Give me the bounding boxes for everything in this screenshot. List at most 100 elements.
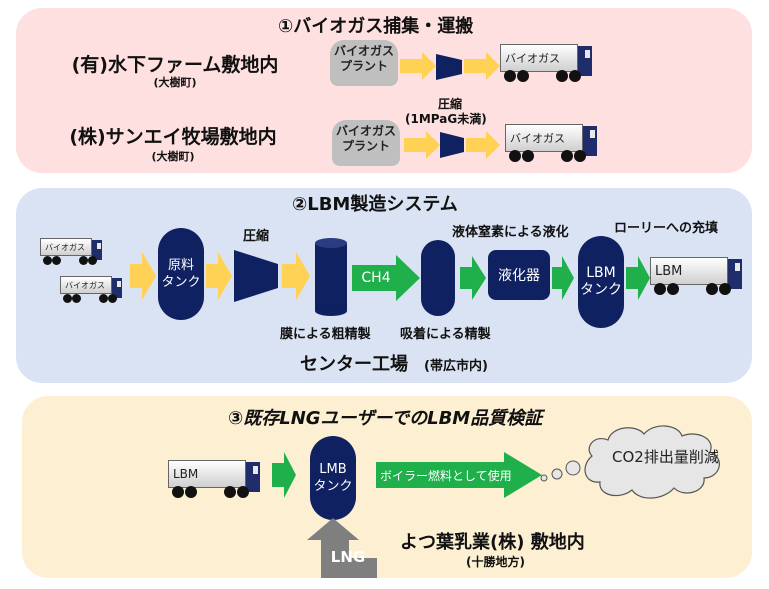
truck-tank: バイオガス [40, 238, 92, 256]
farm-name-1: (有)水下ファーム敷地内 [71, 54, 279, 76]
biogas-truck-small-1: バイオガス [40, 238, 106, 268]
wheel-icon [108, 294, 117, 303]
yellow-arrow-icon [404, 131, 440, 159]
wheel-icon [556, 70, 568, 82]
raw-tank-label-line1: 原料 [167, 258, 194, 273]
liquefier: 液化器 [488, 250, 550, 300]
biogas-plant-2: バイオガス プラント [332, 120, 400, 166]
plant-label-line1: バイオガス [333, 44, 394, 58]
compressor-icon [436, 54, 462, 80]
wheel-icon [79, 256, 88, 265]
boiler-label: ボイラー燃料として使用 [380, 468, 512, 483]
wheel-icon [667, 283, 679, 295]
biogas-truck-2: バイオガス [505, 122, 601, 166]
lng-label: LNG [330, 548, 366, 566]
yellow-arrow-icon [466, 131, 500, 159]
green-arrow-icon [460, 256, 486, 300]
liquefaction-label: 液体窒素による液化 [452, 225, 569, 240]
yellow-arrow-icon [282, 252, 310, 300]
wheel-icon [52, 256, 61, 265]
raw-material-tank: 原料 タンク [158, 228, 204, 320]
lmb-tank-label-line2: タンク [313, 479, 353, 494]
biogas-truck-small-2: バイオガス [60, 276, 126, 306]
co2-reduction-label: CO2排出量削減 [612, 448, 719, 466]
farm-location-2: (大樹町) [151, 150, 195, 163]
truck-cab [112, 278, 122, 298]
wheel-icon [224, 486, 236, 498]
wheel-icon [88, 256, 97, 265]
wheel-icon [237, 486, 249, 498]
adsorption-label: 吸着による精製 [400, 327, 491, 342]
wheel-icon [561, 150, 573, 162]
truck-window [590, 130, 595, 138]
yellow-arrow-icon [400, 52, 436, 80]
plant-label-line2: プラント [341, 139, 390, 153]
truck-window [117, 281, 121, 287]
truck-tank: バイオガス [500, 44, 578, 72]
truck-tank: バイオガス [60, 276, 112, 294]
wheel-icon [509, 150, 521, 162]
yellow-arrow-icon [206, 252, 232, 300]
factory-location: (帯広市内) [424, 359, 488, 374]
section3-title: ③既存LNGユーザーでのLBM品質検証 [228, 408, 543, 429]
biogas-plant-1: バイオガス プラント [330, 40, 398, 86]
truck-tank: LBM [650, 257, 728, 285]
compress-label: 圧縮 [438, 97, 463, 111]
compress-label-2: 圧縮 [243, 229, 270, 244]
ch4-arrow [352, 255, 420, 301]
lbm-truck-delivery: LBM [168, 458, 264, 502]
lbm-tank-label-line1: LBM [586, 265, 616, 281]
wheel-icon [43, 256, 52, 265]
truck-window [735, 263, 740, 271]
boiler-arrow [376, 452, 542, 498]
green-arrow-icon [552, 256, 574, 300]
biogas-truck-1: バイオガス [500, 42, 596, 86]
wheel-icon [654, 283, 666, 295]
wheel-icon [63, 294, 72, 303]
plant-label-line1: バイオガス [335, 124, 396, 138]
green-arrow-icon [626, 256, 650, 300]
wheel-icon [522, 150, 534, 162]
wheel-icon [72, 294, 81, 303]
truck-cab [92, 240, 102, 260]
section1-title: ①バイオガス捕集・運搬 [278, 16, 474, 37]
wheel-icon [569, 70, 581, 82]
wheel-icon [172, 486, 184, 498]
lbm-tank-label-line2: タンク [580, 282, 622, 298]
wheel-icon [706, 283, 718, 295]
co2-thought-cloud-icon [540, 425, 720, 499]
wheel-icon [99, 294, 108, 303]
wheel-icon [574, 150, 586, 162]
raw-tank-label-line2: タンク [161, 275, 201, 290]
green-arrow-icon [272, 452, 296, 498]
farm-name-2: (株)サンエイ牧場敷地内 [69, 126, 277, 148]
section2-title: ②LBM製造システム [292, 194, 458, 215]
truck-tank: バイオガス [505, 124, 583, 152]
compressor-icon [440, 132, 464, 158]
filling-label: ローリーへの充填 [614, 221, 719, 236]
adsorption-column [421, 240, 455, 316]
company-location: (十勝地方) [466, 555, 525, 569]
farm-location-1: (大樹町) [153, 76, 197, 89]
wheel-icon [517, 70, 529, 82]
compress-note: (1MPaG未満) [405, 112, 487, 126]
wheel-icon [504, 70, 516, 82]
truck-window [253, 466, 258, 474]
lbm-truck: LBM [650, 255, 746, 299]
membrane-column-icon [315, 238, 347, 316]
membrane-label: 膜による粗精製 [280, 327, 371, 342]
lng-supply-arrow-icon [307, 518, 377, 578]
compressor-icon [234, 250, 278, 302]
ch4-label: CH4 [361, 270, 391, 286]
yellow-arrow-icon [464, 52, 500, 80]
yellow-arrow-icon [130, 252, 156, 300]
lbm-tank: LBM タンク [578, 236, 624, 328]
wheel-icon [185, 486, 197, 498]
factory-name: センター工場 [300, 354, 408, 375]
wheel-icon [719, 283, 731, 295]
truck-tank: LBM [168, 460, 246, 488]
plant-label-line2: プラント [339, 59, 388, 73]
truck-window [585, 50, 590, 58]
truck-window [97, 243, 101, 249]
lmb-tank: LMB タンク [310, 436, 356, 520]
